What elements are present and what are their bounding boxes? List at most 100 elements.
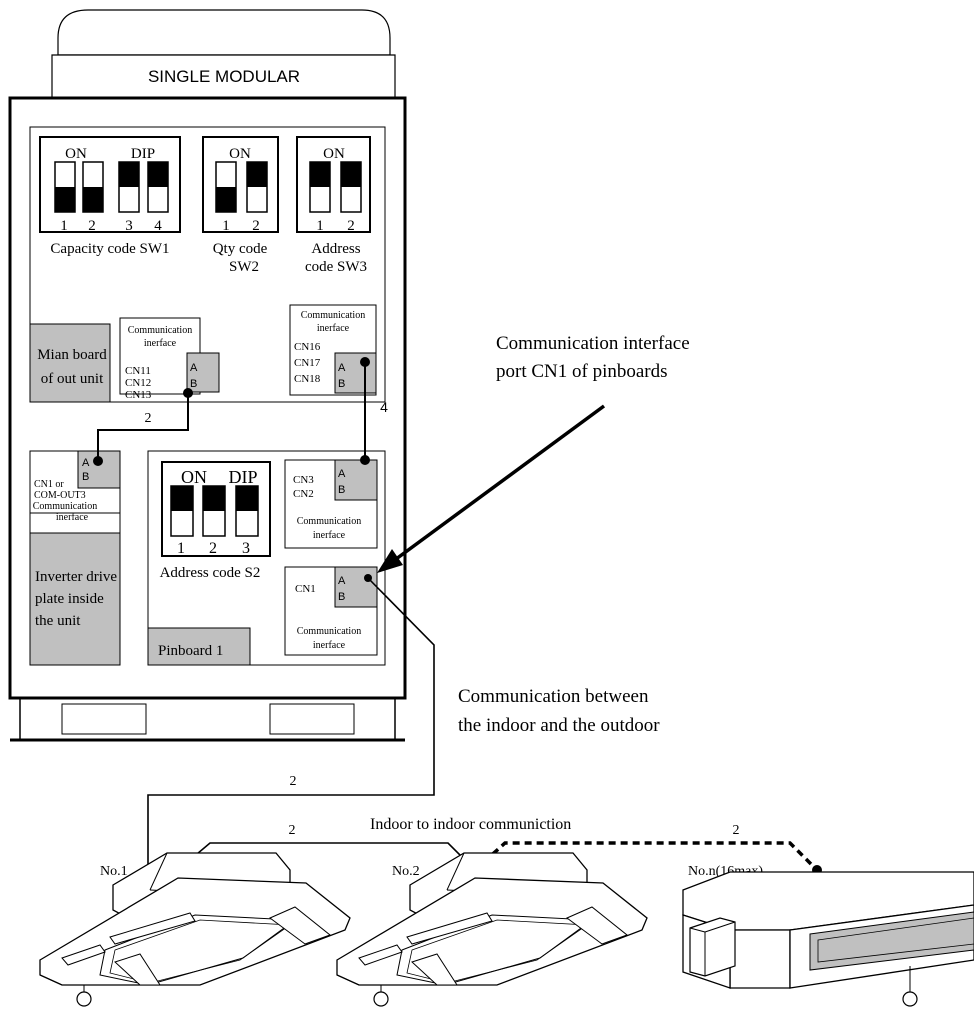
sw1-lever-1 [55, 187, 75, 212]
port-cn11: CN11 [125, 365, 151, 377]
terminal-ab-left [186, 352, 220, 393]
terminal-b: B [82, 471, 89, 483]
sw1-lever-2 [83, 187, 103, 212]
annotation-cn1-1: Communication interface [496, 333, 690, 354]
wire-node [360, 357, 370, 367]
indoor-unit-no1: No.1 [39, 852, 351, 1007]
cn3-cn2-interface [284, 459, 378, 549]
pointer-arrow-line [390, 404, 606, 564]
indoor-no1-label: No.1 [100, 864, 128, 879]
sw3-num-2: 2 [347, 218, 355, 234]
pointer-arrowhead [377, 549, 403, 573]
s2-lever-2 [203, 486, 225, 511]
inverter-plate-line-2: plate inside [35, 591, 104, 607]
s2-num-2: 2 [209, 540, 217, 557]
sw3-caption-1: Address [311, 241, 360, 257]
pinboard-label: Pinboard 1 [158, 643, 223, 659]
sw3-lever-2 [341, 162, 361, 187]
wire-main-to-inverter [97, 393, 189, 460]
inverter-comm-title-1: Communication [33, 501, 97, 512]
terminal-a: A [190, 362, 198, 374]
sw3-on-label: ON [323, 146, 345, 162]
terminal-a: A [338, 468, 346, 480]
sw1-on-label: ON [65, 146, 87, 162]
indoor-unit-non: No.n(16max) [682, 864, 974, 1007]
sw1-lever-4 [148, 162, 168, 187]
inverter-cn1-label: CN1 or [34, 479, 64, 490]
port-cn18: CN18 [294, 373, 321, 385]
inverter-plate-line-3: the unit [35, 613, 81, 629]
sw2-lever-2 [247, 162, 267, 187]
sw1-num-3: 3 [125, 218, 133, 234]
comm-interface-cn16-18: Communication inerface CN16 CN17 CN18 A … [289, 304, 377, 396]
main-board-label: Mian board of out unit [29, 323, 111, 403]
s2-lever-1 [171, 486, 193, 511]
terminal-b: B [338, 484, 345, 496]
main-board-line-2: of out unit [41, 371, 104, 387]
wire-label-indoor-1-2: 2 [289, 823, 296, 838]
unit-top-cap [57, 9, 391, 56]
s2-on-label: ON [181, 467, 207, 487]
inverter-plate-line-1: Inverter drive [35, 569, 117, 585]
s2-num-1: 1 [177, 540, 185, 557]
terminal-b: B [338, 591, 345, 603]
annotations: Communication interface port CN1 of pinb… [370, 333, 690, 833]
main-board-line-1: Mian board [37, 347, 107, 363]
qty-switch-sw2: ON 1 2 Qty code SW2 [202, 136, 279, 275]
inverter-comout3-label: COM-OUT3 [34, 490, 86, 501]
wire-node [360, 455, 370, 465]
sw3-lever-1 [310, 162, 330, 187]
sw1-num-4: 4 [154, 218, 162, 234]
s2-lever-3 [236, 486, 258, 511]
s2-caption: Address code S2 [160, 565, 261, 581]
wire-node [364, 574, 372, 582]
sw1-levers [54, 161, 169, 213]
terminal-ab-cn3 [334, 459, 378, 501]
s2-dip-label: DIP [228, 467, 257, 487]
indoor-no2-label: No.2 [392, 864, 420, 879]
comm-interface-cn11-13: Communication inerface CN11 CN12 CN13 A … [119, 317, 220, 401]
terminal-a: A [338, 575, 346, 587]
annotation-cn1-2: port CN1 of pinboards [496, 361, 668, 382]
port-cn2: CN2 [293, 488, 314, 500]
sw2-caption-2: SW2 [229, 259, 259, 275]
sw3-caption-2: code SW3 [305, 259, 367, 275]
cn3-title-2: inerface [313, 530, 346, 541]
terminal-b: B [338, 378, 345, 390]
sw3-levers [309, 161, 362, 213]
port-cn17: CN17 [294, 357, 321, 369]
sw1-num-2: 2 [88, 218, 96, 234]
sw1-caption: Capacity code SW1 [50, 241, 169, 257]
s2-levers [170, 485, 259, 537]
annotation-indoor-to-indoor: Indoor to indoor communiction [370, 816, 571, 833]
terminal-a: A [82, 457, 90, 469]
sw1-num-1: 1 [60, 218, 68, 234]
indoor-unit-no2: No.2 [336, 852, 648, 1007]
s2-num-3: 3 [242, 540, 250, 557]
wire-label-right: 4 [380, 399, 388, 415]
cn3-title-1: Communication [297, 516, 361, 527]
sw2-caption-1: Qty code [213, 241, 268, 257]
cn1-title-2: inerface [313, 640, 346, 651]
pinboard-1: Pinboard 1 ON DIP 1 2 3 Address code S2 … [147, 450, 386, 666]
sw1-lever-3 [119, 162, 139, 187]
annotation-between-2: the indoor and the outdoor [458, 715, 660, 736]
unit-foot-right [269, 703, 355, 735]
wire-node [183, 388, 193, 398]
comm-left-title-2: inerface [144, 338, 177, 349]
capacity-switch-sw1: ON DIP 1 2 3 4 Capacity code SW1 [39, 136, 181, 257]
annotation-between-1: Communication between [458, 686, 649, 707]
cn1-title-1: Communication [297, 626, 361, 637]
drain-icon [76, 991, 92, 1007]
unit-title: SINGLE MODULAR [148, 67, 300, 86]
inverter-comm-title-2: inerface [56, 512, 89, 523]
unit-foot-left [61, 703, 147, 735]
wire-label-left: 2 [145, 411, 152, 426]
comm-right-title-1: Communication [301, 310, 365, 321]
terminal-a: A [338, 362, 346, 374]
inverter-drive-plate: Inverter drive plate inside the unit [29, 532, 121, 666]
port-cn1: CN1 [295, 583, 316, 595]
port-cn12: CN12 [125, 377, 151, 389]
wire-label-to-indoor: 2 [290, 774, 297, 789]
wire-node [93, 456, 103, 466]
